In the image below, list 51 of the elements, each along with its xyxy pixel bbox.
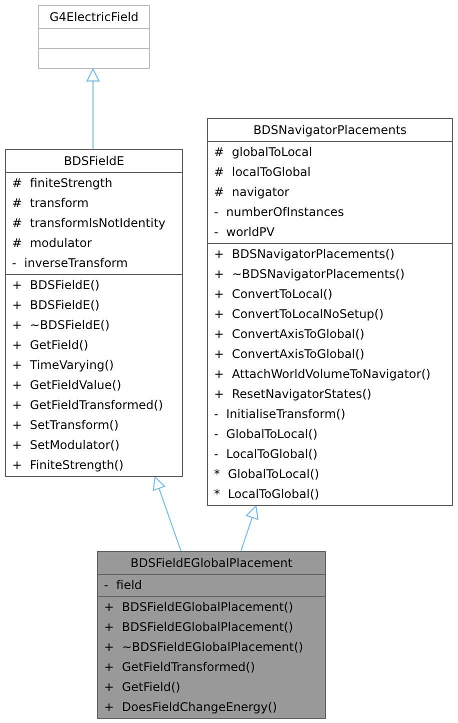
- class-box: [38, 5, 150, 69]
- method-label: + BDSFieldE(): [12, 277, 100, 294]
- method-label: - InitialiseTransform(): [214, 406, 346, 423]
- method-label: + GetFieldTransformed(): [104, 659, 256, 676]
- method-label: + GetFieldTransformed(): [12, 397, 164, 414]
- attribute-label: # finiteStrength: [12, 175, 112, 192]
- class-name: BDSNavigatorPlacements: [252, 122, 408, 139]
- method-label: + SetModulator(): [12, 437, 120, 454]
- inheritance-arrow: [240, 506, 258, 552]
- method-label: + BDSFieldEGlobalPlacement(): [104, 619, 294, 636]
- method-label: + GetField(): [12, 337, 88, 354]
- attribute-label: # localToGlobal: [214, 164, 311, 181]
- method-label: + ~BDSFieldEGlobalPlacement(): [104, 639, 304, 656]
- method-label: + GetField(): [104, 679, 180, 696]
- attribute-label: # navigator: [214, 184, 290, 201]
- method-label: + ConvertToLocal(): [214, 286, 332, 303]
- class-name: G4ElectricField: [48, 9, 140, 26]
- method-label: + ConvertToLocalNoSetup(): [214, 306, 384, 323]
- method-label: + BDSNavigatorPlacements(): [214, 246, 395, 263]
- method-label: + SetTransform(): [12, 417, 119, 434]
- attribute-label: # modulator: [12, 235, 92, 252]
- method-label: + ConvertAxisToGlobal(): [214, 326, 364, 343]
- method-label: + BDSFieldE(): [12, 297, 100, 314]
- class-box: [207, 118, 453, 506]
- method-label: + ResetNavigatorStates(): [214, 386, 372, 403]
- method-label: + FiniteStrength(): [12, 457, 124, 474]
- method-label: + DoesFieldChangeEnergy(): [104, 699, 278, 716]
- method-label: + ~BDSNavigatorPlacements(): [214, 266, 405, 283]
- inheritance-arrow: [152, 476, 182, 552]
- attribute-label: - field: [104, 577, 142, 594]
- method-label: + AttachWorldVolumeToNavigator(): [214, 366, 431, 383]
- class-box: [97, 551, 326, 719]
- attribute-label: - worldPV: [214, 224, 275, 241]
- attribute-label: # transform: [12, 195, 89, 212]
- method-label: + BDSFieldEGlobalPlacement(): [104, 599, 294, 616]
- method-label: + TimeVarying(): [12, 357, 114, 374]
- attribute-label: # globalToLocal: [214, 144, 312, 161]
- inheritance-arrow: [86, 68, 100, 150]
- attribute-label: # transformIsNotIdentity: [12, 215, 166, 232]
- class-box: [5, 149, 183, 477]
- method-label: + GetFieldValue(): [12, 377, 122, 394]
- method-label: - GlobalToLocal(): [214, 426, 318, 443]
- method-label: - LocalToGlobal(): [214, 446, 318, 463]
- attribute-label: - numberOfInstances: [214, 204, 344, 221]
- attribute-label: - inverseTransform: [12, 255, 128, 272]
- method-label: + ConvertAxisToGlobal(): [214, 346, 364, 363]
- method-label: + ~BDSFieldE(): [12, 317, 110, 334]
- method-label: * GlobalToLocal(): [214, 466, 320, 483]
- class-name: BDSFieldEGlobalPlacement: [130, 555, 294, 572]
- method-label: * LocalToGlobal(): [214, 486, 320, 503]
- class-name: BDSFieldE: [62, 153, 126, 170]
